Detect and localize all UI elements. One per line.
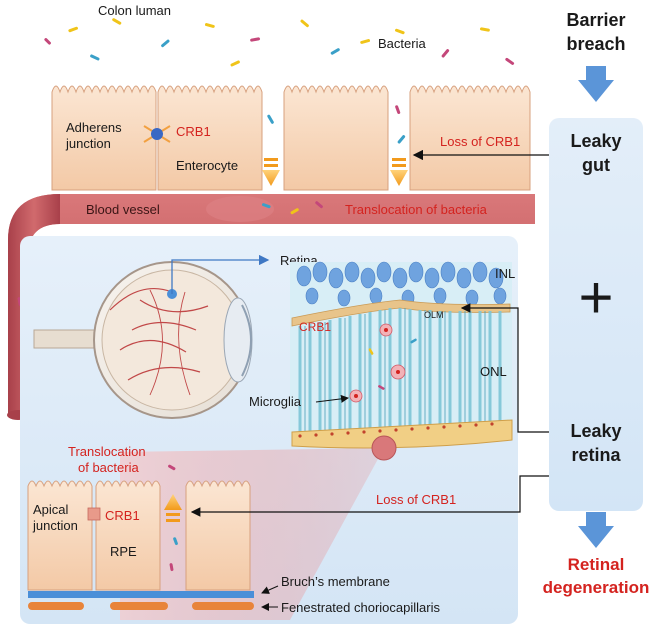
retina-pointer-arrow: [171, 254, 270, 294]
enterocyte-layer: [51, 85, 531, 191]
leaky-retina-line2: retina: [571, 445, 621, 465]
plus-sign: +: [578, 264, 613, 331]
leaky-retina-line1: Leaky: [570, 421, 621, 441]
barrier-breach-line1: Barrier: [566, 10, 625, 30]
eye-illustration: [33, 261, 253, 419]
down-arrow-icon: [578, 66, 614, 102]
translocation-rpe-line1: Translocation: [68, 444, 146, 459]
microglia-label: Microglia: [249, 394, 302, 409]
retinal-degeneration-line1: Retinal: [568, 555, 625, 574]
loss-crb1-retina-arrow: [460, 303, 549, 433]
bruch-label: Bruch’s membrane: [281, 574, 390, 589]
onl-label: ONL: [480, 364, 507, 379]
apical-junction-line2: junction: [32, 518, 78, 533]
colon-lumen-label: Colon luman: [98, 3, 171, 18]
bruch-pointer-arrow: [261, 585, 279, 594]
adherens-label-line2: junction: [65, 136, 111, 151]
rpe-layer: [27, 480, 251, 591]
rpe-bacterium: [173, 537, 178, 546]
olm-label: OLM: [424, 310, 444, 320]
enterocyte-label: Enterocyte: [176, 158, 238, 173]
side-panel: [549, 118, 643, 511]
rpe-label: RPE: [110, 544, 137, 559]
inl-label: INL: [495, 266, 515, 281]
crb1-retina-label: CRB1: [299, 320, 331, 334]
apical-junction-line1: Apical: [33, 502, 69, 517]
gut-leak-arrow-icon: [262, 158, 280, 186]
rpe-bacterium: [169, 563, 174, 572]
rpe-bacterium: [168, 464, 176, 471]
choriocapillaris: [28, 602, 254, 610]
translocation-rpe-line2: of bacteria: [78, 460, 139, 475]
retinal-degeneration-line2: degeneration: [543, 578, 650, 597]
leaky-gut-line2: gut: [582, 155, 610, 175]
down-arrow-icon: [578, 512, 614, 548]
barrier-breach-line2: breach: [566, 34, 625, 54]
gap-bacterium: [395, 105, 401, 114]
rpe-leak-arrow-icon: [164, 494, 182, 522]
translocation-gut-label: Translocation of bacteria: [345, 202, 488, 217]
loss-crb1-rpe-label: Loss of CRB1: [376, 492, 456, 507]
gap-bacterium: [397, 135, 406, 144]
blood-vessel-label: Blood vessel: [86, 202, 160, 217]
gap-bacterium: [267, 114, 274, 124]
zoom-origin-marker: [371, 435, 397, 461]
lumen-bacteria: [44, 18, 515, 67]
adherens-junction-icon: [143, 125, 171, 143]
crb1-gut-label: CRB1: [176, 124, 211, 139]
bruch-membrane: [28, 591, 254, 598]
choriocapillaris-label: Fenestrated choriocapillaris: [281, 600, 440, 615]
leaky-gut-line1: Leaky: [570, 131, 621, 151]
gut-leak-arrow-icon: [390, 158, 408, 186]
bacteria-label: Bacteria: [378, 36, 426, 51]
loss-crb1-gut-label: Loss of CRB1: [440, 134, 520, 149]
retina-section: [290, 261, 513, 449]
microglia-pointer-arrow: [315, 394, 349, 403]
crb1-rpe-label: CRB1: [105, 508, 140, 523]
crb1-rpe-marker: [87, 507, 101, 521]
loss-crb1-rpe-arrow: [190, 475, 549, 517]
adherens-label-line1: Adherens: [66, 120, 122, 135]
